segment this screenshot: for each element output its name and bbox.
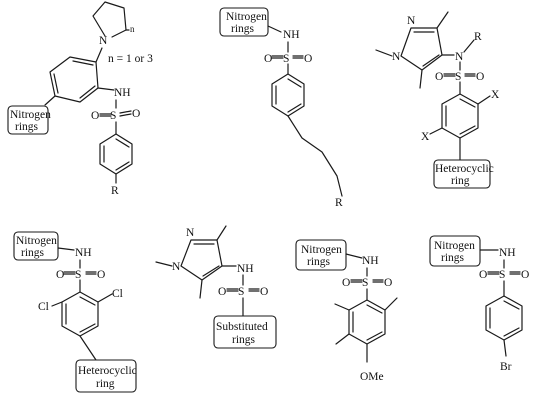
ring-size-note: n = 1 or 3 bbox=[108, 53, 153, 65]
svg-text:Nitrogen: Nitrogen bbox=[434, 240, 475, 252]
sulfur-atom: S bbox=[110, 110, 116, 122]
structure-4: Nitrogen rings NH S O O Cl Cl Heterocycl… bbox=[13, 231, 137, 393]
substituent-r: R bbox=[111, 185, 119, 197]
phenyl-ring bbox=[271, 73, 305, 117]
aryl-ring bbox=[61, 291, 99, 337]
nitrogen-rings-box bbox=[219, 7, 269, 37]
group-label-line2: rings bbox=[15, 121, 39, 133]
pyrazole-ring bbox=[400, 27, 443, 71]
amine-nh: NH bbox=[499, 247, 516, 259]
structure-7: Nitrogen rings NH S O O Br bbox=[429, 235, 529, 373]
svg-text:rings: rings bbox=[21, 247, 45, 259]
oxygen-atom-left: O bbox=[91, 110, 99, 122]
svg-text:ring: ring bbox=[96, 378, 115, 390]
nitrogen-rings-box bbox=[13, 231, 59, 261]
svg-text:Nitrogen: Nitrogen bbox=[16, 235, 57, 247]
sulfur-atom: S bbox=[238, 286, 244, 298]
oxygen-atom-right: O bbox=[260, 286, 268, 298]
svg-text:Nitrogen: Nitrogen bbox=[301, 244, 342, 256]
pyrazole-n1: N bbox=[407, 15, 416, 27]
structure-5: N N NH S O O Substituted rings bbox=[155, 225, 277, 349]
pyrazole-ring bbox=[180, 239, 223, 281]
svg-text:ring: ring bbox=[451, 175, 470, 187]
structure-3: N N N R S O O X X Heterocyclic ring bbox=[375, 11, 500, 189]
oxygen-atom-right: O bbox=[521, 269, 529, 281]
oxygen-atom-left: O bbox=[435, 71, 443, 83]
amine-nh: NH bbox=[362, 255, 379, 267]
pyrazole-n2: N bbox=[392, 51, 401, 63]
oxygen-atom-right: O bbox=[384, 277, 392, 289]
amine-nh: NH bbox=[75, 247, 92, 259]
amine-nh: NH bbox=[283, 29, 300, 41]
chloro-left: Cl bbox=[38, 301, 49, 313]
sulfur-atom: S bbox=[75, 269, 81, 281]
structure-1: N n n = 1 or 3 Nitrogen rings NH S O O R bbox=[7, 1, 153, 197]
nitrogen-rings-box bbox=[7, 105, 49, 135]
group-label-line1: Nitrogen bbox=[10, 109, 51, 121]
svg-text:Nitrogen: Nitrogen bbox=[226, 11, 267, 23]
amine-nh: NH bbox=[114, 87, 131, 99]
phenyl-ring bbox=[485, 295, 523, 341]
phenyl-ring bbox=[99, 133, 133, 175]
ring-nitrogen: N bbox=[99, 35, 108, 47]
svg-text:Heterocyclic: Heterocyclic bbox=[78, 365, 137, 377]
oxygen-atom-left: O bbox=[264, 53, 272, 65]
oxygen-atom-right: O bbox=[97, 269, 105, 281]
amine-nh: NH bbox=[237, 263, 254, 275]
oxygen-atom-left: O bbox=[342, 277, 350, 289]
amine-n: N bbox=[455, 51, 464, 63]
nitrogen-rings-box bbox=[429, 235, 481, 267]
heterocyclic-ring-box bbox=[75, 359, 137, 393]
ring-size-variable: n bbox=[130, 24, 135, 34]
sulfur-atom: S bbox=[499, 269, 505, 281]
pyrrolidine-ring bbox=[92, 1, 127, 37]
structure-2: Nitrogen rings NH S O O R bbox=[219, 7, 343, 209]
svg-text:rings: rings bbox=[231, 23, 255, 35]
halogen-x-right: X bbox=[491, 89, 500, 101]
svg-text:Heterocyclic: Heterocyclic bbox=[435, 163, 494, 175]
oxygen-atom-left: O bbox=[56, 269, 64, 281]
oxygen-atom-left: O bbox=[218, 286, 226, 298]
oxygen-atom-right: O bbox=[476, 71, 484, 83]
oxygen-atom-right: O bbox=[132, 108, 140, 120]
svg-text:Substituted: Substituted bbox=[216, 321, 268, 333]
svg-text:rings: rings bbox=[232, 334, 256, 346]
pyrazole-n1: N bbox=[186, 227, 195, 239]
oxygen-atom-right: O bbox=[304, 53, 312, 65]
aryl-ring bbox=[441, 93, 479, 139]
aryl-ring bbox=[49, 56, 99, 103]
oxygen-atom-left: O bbox=[479, 269, 487, 281]
n-substituent-r: R bbox=[474, 31, 482, 43]
sulfur-atom: S bbox=[283, 53, 289, 65]
sulfur-atom: S bbox=[362, 277, 368, 289]
chloro-right: Cl bbox=[112, 288, 123, 300]
svg-text:rings: rings bbox=[441, 252, 465, 264]
substituent-r: R bbox=[335, 197, 343, 209]
methoxy-ome: OMe bbox=[360, 371, 384, 383]
nitrogen-rings-box bbox=[295, 239, 347, 271]
substituted-rings-box bbox=[213, 315, 277, 349]
propyl-chain bbox=[287, 115, 343, 197]
sulfur-atom: S bbox=[455, 71, 461, 83]
halogen-x-left: X bbox=[421, 131, 430, 143]
heterocyclic-ring-box bbox=[433, 159, 491, 189]
structure-6: Nitrogen rings NH S O O OMe bbox=[295, 239, 398, 383]
aryl-ring bbox=[348, 299, 386, 345]
pyrazole-n2: N bbox=[172, 261, 181, 273]
svg-text:rings: rings bbox=[307, 256, 331, 268]
bromo: Br bbox=[500, 361, 512, 373]
